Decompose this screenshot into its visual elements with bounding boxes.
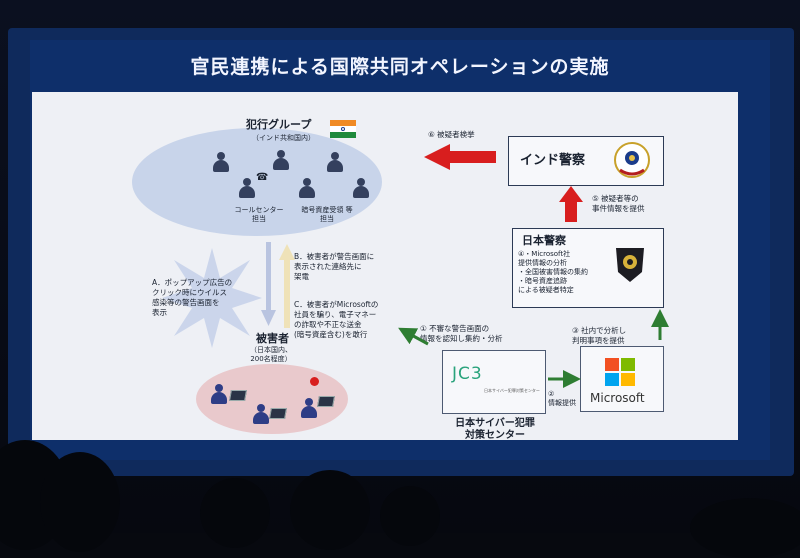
jc3-logo: JC3 [452,364,483,384]
india-police-label: インド警察 [520,153,586,168]
japan-police-emblem-icon [616,248,644,282]
crime-group-title: 犯行グループ [246,118,312,131]
audience-silhouette [380,486,440,546]
person-icon [210,384,228,406]
india-flag-icon [330,120,356,138]
audience-silhouette [290,470,370,550]
step-6-text: ⑥ 被疑者検挙 [428,130,475,139]
step-c-text: C．被害者がMicrosoftの 社員を騙り、電子マネー の詐取や不正な送金 (… [294,300,379,339]
victims-sub: （日本国内、 200名程度） [250,346,292,363]
burst-icon [162,248,262,348]
audience-silhouette [690,498,800,558]
jc3-logo-subtitle: 日本サイバー犯罪対策センター [484,388,540,393]
step-2-text: ② 情報提供 [548,390,576,407]
crime-group-ellipse [132,128,382,236]
laptop-icon [317,396,335,407]
victims-label: 被害者 [256,332,289,345]
person-icon [300,398,318,420]
audience-silhouette [40,452,120,552]
microsoft-logo-icon [605,358,637,388]
microsoft-label: Microsoft [590,391,645,405]
photo-scene: 官民連携による国際共同オペレーションの実施 犯行グループ （インド共和国内） ☎… [0,0,800,533]
cbi-emblem-icon [614,142,650,178]
step-b-text: B．被害者が警告画面に 表示された連絡先に 架電 [294,252,375,281]
person-icon [352,178,370,200]
laptop-icon [269,408,287,419]
japan-police-label: 日本警察 [522,234,566,247]
laptop-icon [229,390,247,401]
step-1-text: ① 不審な警告画面の 情報を認知し集約・分析 [420,324,503,343]
jc3-box [442,350,546,414]
jc3-caption: 日本サイバー犯罪 対策センター [455,418,535,441]
step-3-text: ③ 社内で分析し 判明事項を提供 [572,326,627,345]
call-center-label: コールセンター 担当 [234,206,284,223]
japan-police-desc: ④・Microsoft社 提供情報の分析 ・全国被害情報の集約 ・暗号資産追跡 … [518,250,588,294]
slide-title: 官民連携による国際共同オペレーションの実施 [190,56,610,78]
step-5-text: ⑤ 被疑者等の 事件情報を提供 [592,194,645,213]
person-icon [326,152,344,174]
crime-group-subtitle: （インド共和国内） [252,134,315,142]
person-icon [298,178,316,200]
step-a-text: A．ポップアップ広告の クリック時にウイルス 感染等の警告画面を 表示 [152,278,233,317]
japan-flag-dot-icon [310,377,319,386]
person-icon [212,152,230,174]
person-icon [252,404,270,426]
crypto-label: 暗号資産受領 等 担当 [301,206,353,223]
telephone-icon: ☎ [256,172,269,183]
person-icon [238,178,256,200]
person-icon [272,150,290,172]
audience-silhouette [200,478,270,548]
